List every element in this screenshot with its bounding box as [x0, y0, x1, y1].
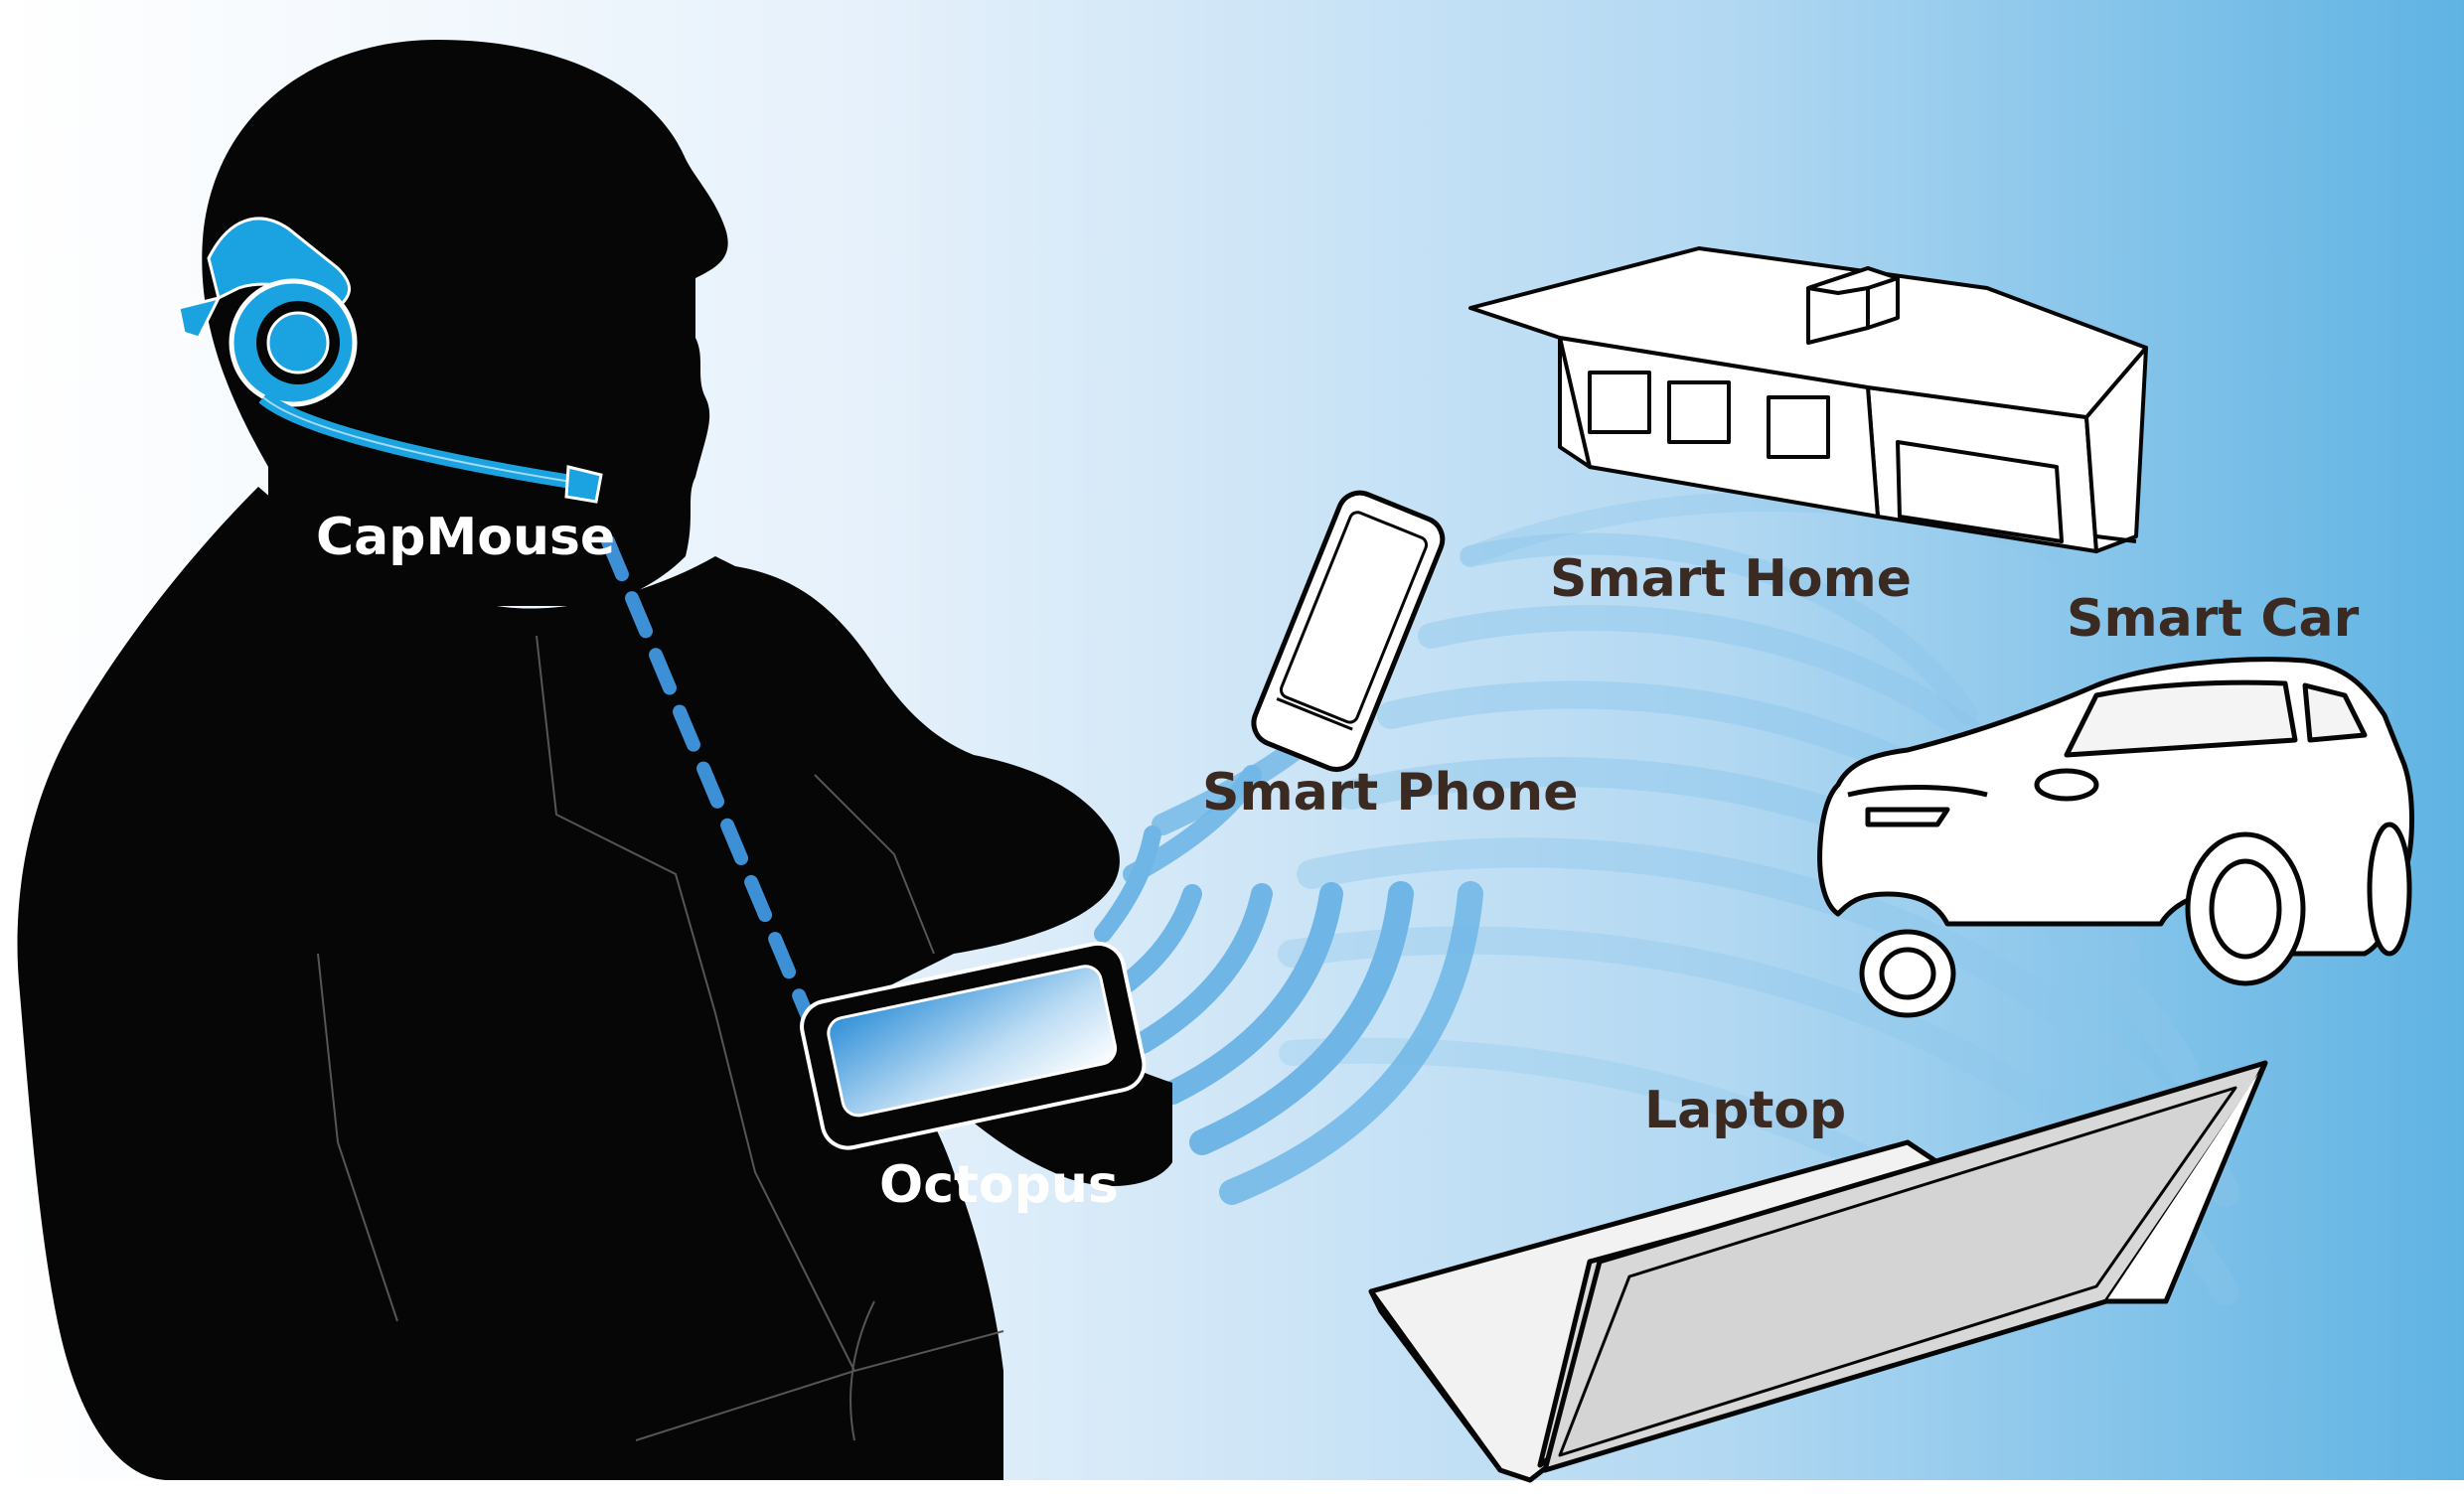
car-icon [1817, 657, 2414, 1018]
laptop-icon [1368, 1060, 2268, 1483]
label-smart-car: Smart Car [2067, 589, 2360, 649]
label-smart-home: Smart Home [1550, 549, 1912, 609]
label-octopus: Octopus [879, 1155, 1119, 1215]
octopus-device-icon [800, 941, 1147, 1150]
label-laptop: Laptop [1644, 1081, 1846, 1140]
label-capmouse: CapMouse [316, 508, 615, 567]
headset-icon [177, 217, 822, 1040]
smartphone-icon [1251, 490, 1446, 772]
label-smart-phone: Smart Phone [1202, 763, 1578, 823]
house-icon [1468, 246, 2148, 553]
